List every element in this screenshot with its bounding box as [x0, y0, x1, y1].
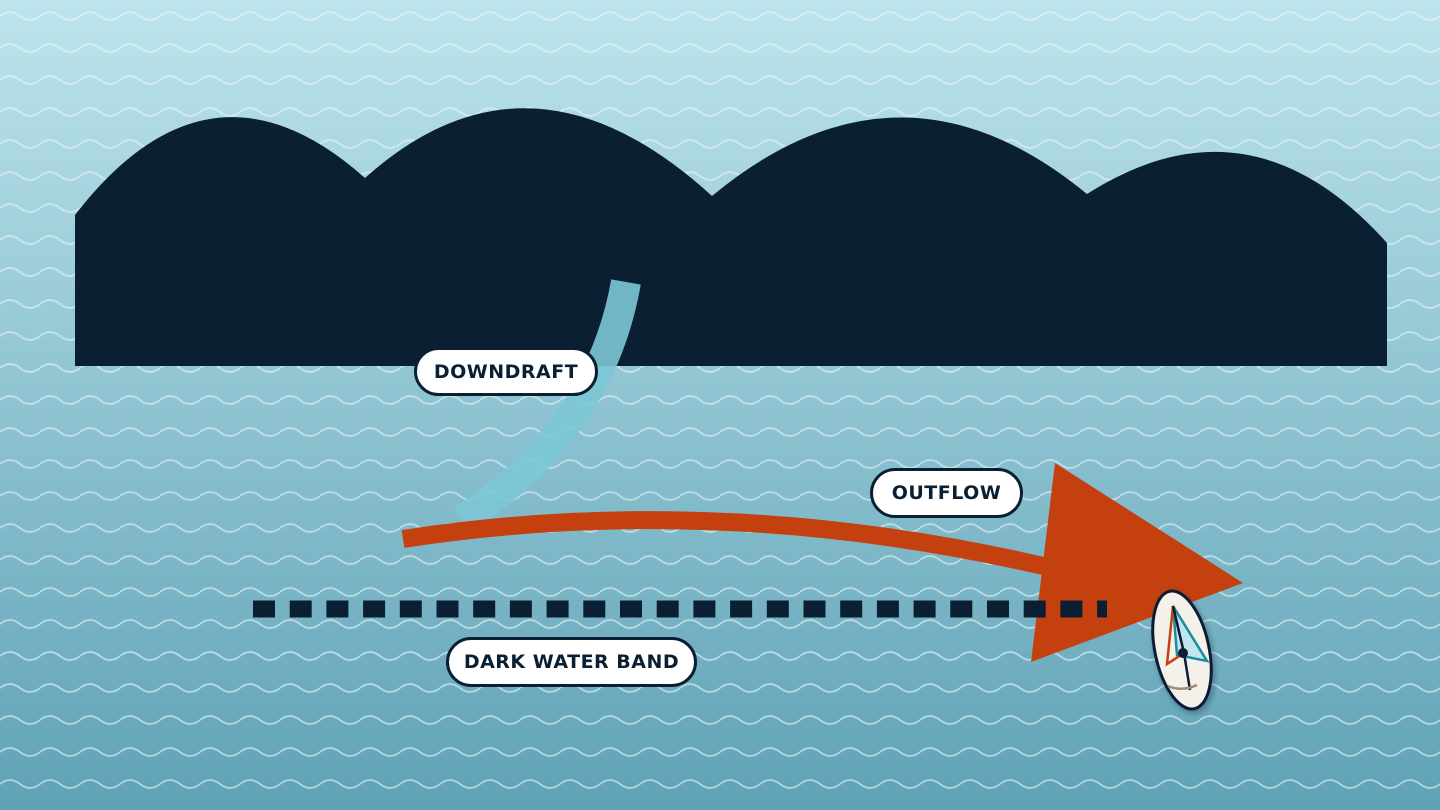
boat-boom: [1182, 652, 1192, 691]
outflow-arrowhead: [1031, 463, 1243, 662]
downdraft-label: DOWNDRAFT: [414, 347, 598, 396]
boat-stern-line: [1167, 683, 1198, 690]
dark-water-band-label: DARK WATER BAND: [446, 637, 697, 687]
boat-mast: [1171, 605, 1186, 654]
boat-mast-base: [1178, 648, 1188, 658]
outflow-label: OUTFLOW: [870, 468, 1023, 518]
storm-cloud: [75, 108, 1387, 366]
sailboat-icon: [1151, 589, 1213, 711]
outflow-arrow-shaft: [401, 511, 1055, 577]
downdraft-stream: [453, 279, 641, 533]
